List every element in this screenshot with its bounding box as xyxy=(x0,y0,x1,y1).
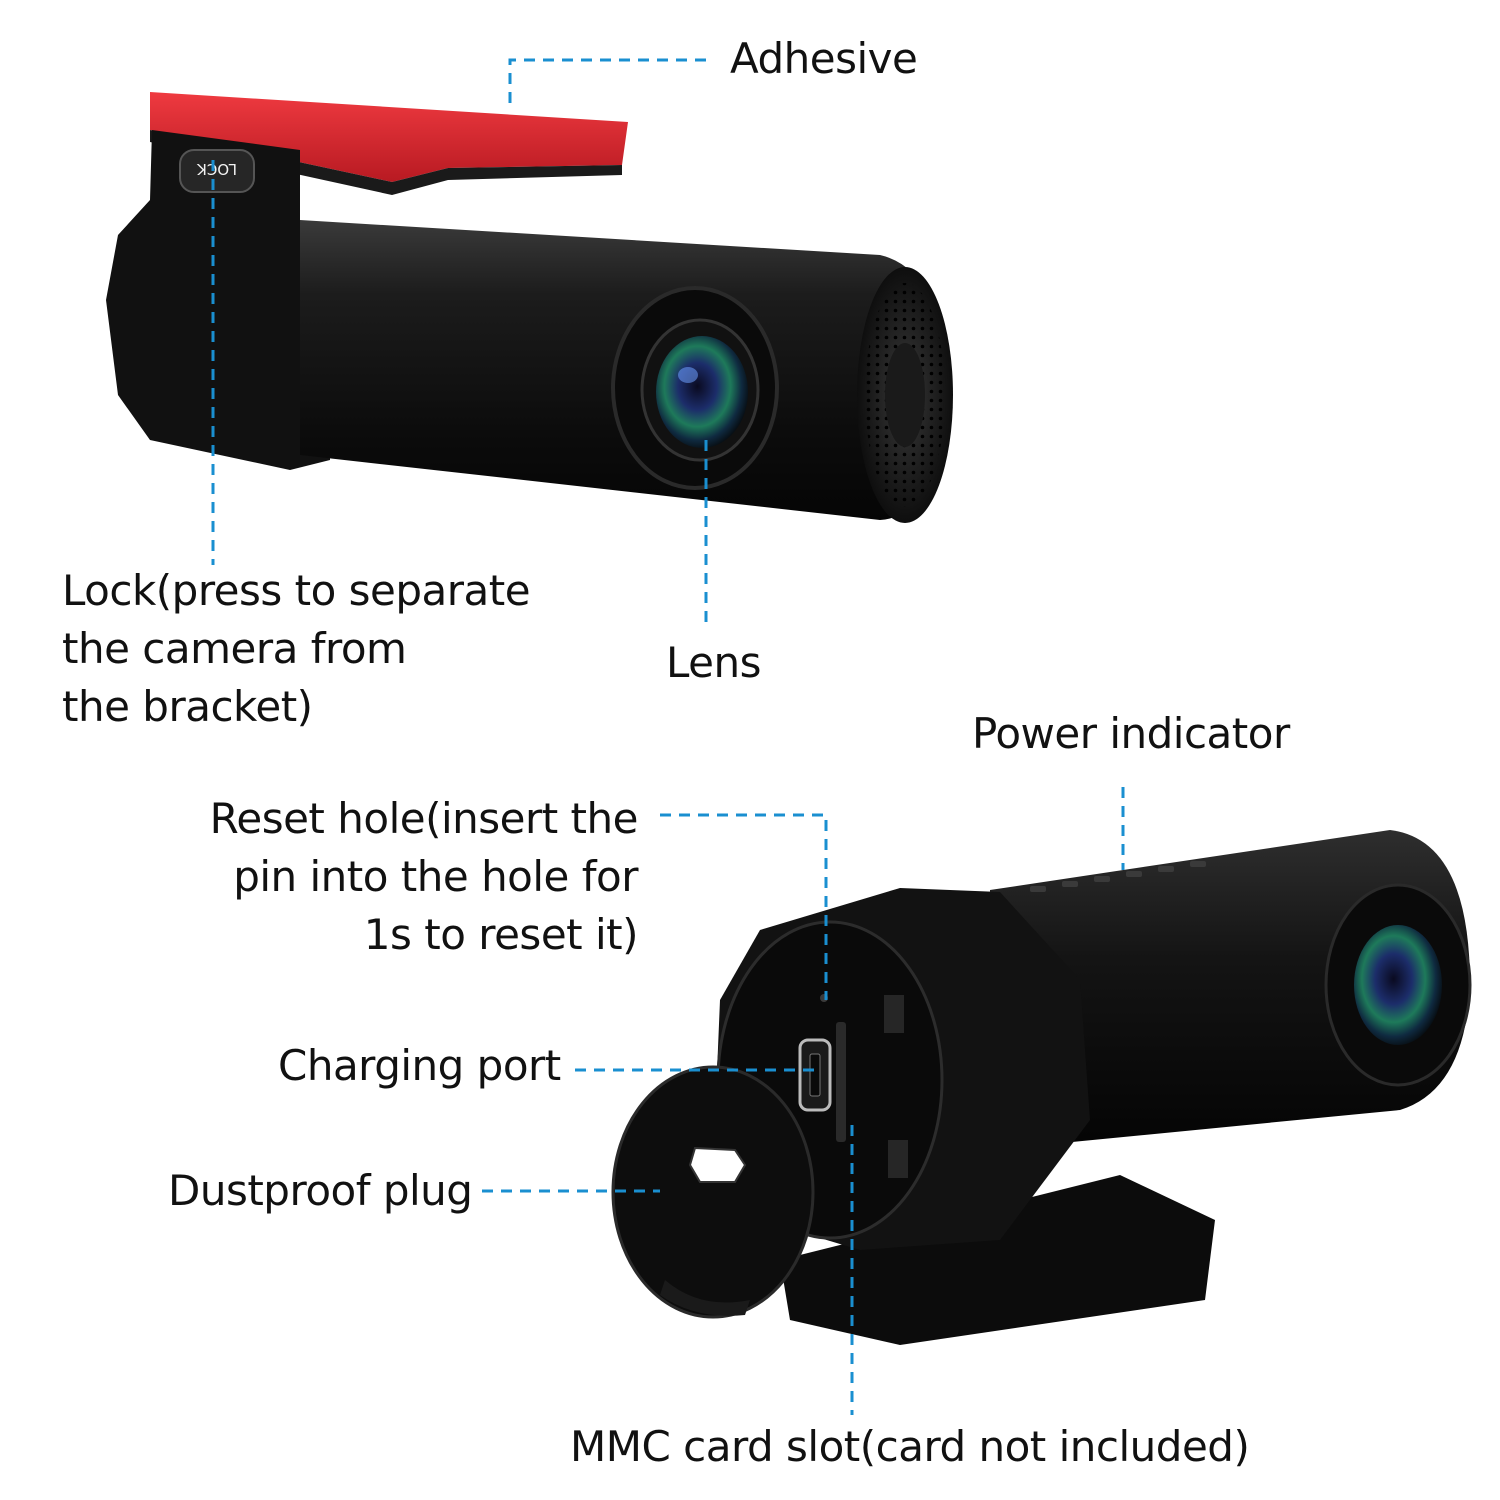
power-indicator-slots xyxy=(1030,861,1206,892)
vent xyxy=(884,995,904,1033)
lock-button-marking: LOCK xyxy=(196,160,237,178)
adhesive-pad xyxy=(150,92,628,182)
label-lens: Lens xyxy=(666,638,762,687)
bottom-camera xyxy=(611,830,1472,1345)
lock-button xyxy=(179,149,255,193)
mmc-card-slot xyxy=(836,1022,846,1142)
label-reset-line-2: pin into the hole for xyxy=(233,852,638,901)
base-plate xyxy=(780,1175,1215,1345)
label-mmc-slot: MMC card slot(card not included) xyxy=(570,1422,1250,1471)
label-power-indicator: Power indicator xyxy=(972,709,1290,758)
label-reset-hole: Reset hole(insert the pin into the hole … xyxy=(209,790,639,964)
label-reset-line-3: 1s to reset it) xyxy=(363,910,639,959)
label-lock: Lock(press to separate the camera from t… xyxy=(62,562,531,736)
lens-glass xyxy=(656,336,748,448)
mount-bracket xyxy=(106,130,330,470)
rear-lens-glass xyxy=(1354,925,1442,1045)
label-lock-line-3: the bracket) xyxy=(62,682,313,731)
adhesive-leader xyxy=(508,58,712,103)
label-charging-port: Charging port xyxy=(278,1041,561,1090)
label-dustproof-plug: Dustproof plug xyxy=(168,1166,473,1215)
reset-hole-leader xyxy=(660,813,828,1000)
top-camera: LOCK xyxy=(106,92,953,523)
label-adhesive: Adhesive xyxy=(730,34,918,83)
label-reset-line-1: Reset hole(insert the xyxy=(209,794,639,843)
dustproof-plug xyxy=(611,1065,815,1319)
label-lock-line-1: Lock(press to separate xyxy=(62,566,531,615)
vent xyxy=(888,1140,908,1178)
label-lock-line-2: the camera from xyxy=(62,624,407,673)
leader-lines xyxy=(211,58,1125,1415)
